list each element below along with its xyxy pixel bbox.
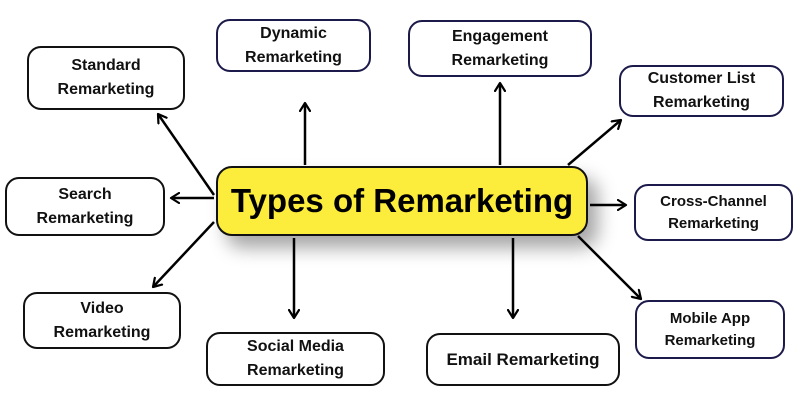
node-label-line1: Search [58, 185, 112, 203]
node-video-remarketing: Video Remarketing [23, 292, 181, 349]
node-search-remarketing: Search Remarketing [5, 177, 165, 236]
node-cross-channel-remarketing: Cross-Channel Remarketing [634, 184, 793, 241]
arrow-to-mobile-app [577, 235, 641, 299]
central-topic-title: Types of Remarketing [230, 182, 574, 219]
node-label-line2: Remarketing [247, 362, 344, 379]
node-label-line2: Remarketing [57, 81, 155, 98]
node-label-line1: Mobile App [669, 309, 751, 327]
central-topic: Types of Remarketing [216, 166, 588, 236]
node-label-line1: Engagement [451, 27, 548, 45]
arrow-to-standard [158, 114, 216, 196]
node-label-line2: Remarketing [451, 51, 549, 69]
node-label-line1: Customer List [647, 70, 756, 87]
node-standard-remarketing: Standard Remarketing [27, 46, 185, 110]
node-mobile-app-remarketing: Mobile App Remarketing [635, 300, 785, 359]
node-label-line1: Dynamic [260, 24, 327, 42]
node-email-remarketing: Email Remarketing [426, 333, 620, 386]
node-label-line2: Remarketing [245, 48, 342, 66]
node-label-line1: Standard [71, 57, 141, 74]
node-label-line2: Remarketing [664, 331, 756, 349]
arrow-to-video [153, 221, 215, 287]
node-label-line1: Email Remarketing [446, 349, 600, 369]
node-dynamic-remarketing: Dynamic Remarketing [216, 19, 371, 72]
arrow-to-customer-list [567, 120, 621, 166]
node-label-line2: Remarketing [653, 94, 750, 111]
node-label-line1: Social Media [247, 338, 344, 355]
node-label-line2: Remarketing [668, 214, 759, 232]
node-customer-list-remarketing: Customer List Remarketing [619, 65, 784, 117]
node-engagement-remarketing: Engagement Remarketing [408, 20, 592, 77]
node-label-line2: Remarketing [36, 209, 134, 227]
node-label-line1: Cross-Channel [660, 192, 767, 210]
node-label-line2: Remarketing [53, 323, 151, 341]
node-social-media-remarketing: Social Media Remarketing [206, 332, 385, 386]
node-label-line1: Video [80, 299, 124, 317]
